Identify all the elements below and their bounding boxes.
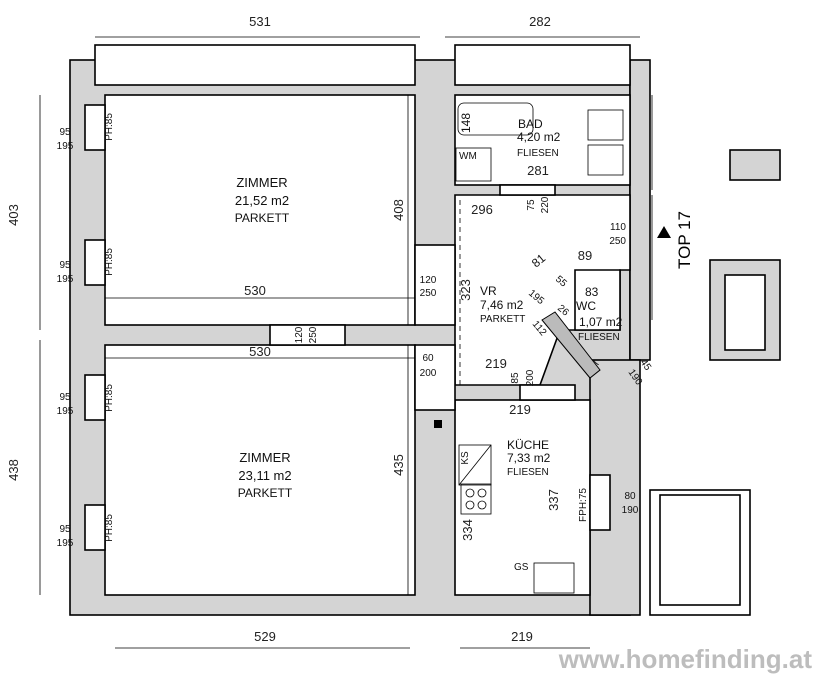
window-height: 195 [57, 274, 74, 285]
window-dim: 80 [624, 491, 636, 502]
window-width: 95 [59, 524, 71, 535]
room-floor: FLIESEN [578, 332, 620, 343]
room-zimmer-2 [104, 344, 416, 596]
room-floor: FLIESEN [517, 148, 559, 159]
room-dim: 219 [509, 402, 531, 417]
room-dim: 337 [546, 489, 561, 511]
window-parapet: PH:85 [104, 514, 115, 542]
window-parapet: FPH:75 [578, 488, 589, 522]
room-dim: 89 [578, 248, 592, 263]
window-height: 195 [57, 141, 74, 152]
room-name: ZIMMER [239, 450, 290, 465]
dim-top-left: 531 [249, 14, 271, 29]
fridge-label: KS [460, 451, 471, 465]
window-width: 95 [59, 392, 71, 403]
opening-1 [414, 244, 456, 326]
window-height: 195 [57, 538, 74, 549]
dim-bottom-left: 529 [254, 629, 276, 644]
entrance-arrow-icon [657, 226, 671, 238]
door-dim: 250 [609, 236, 626, 247]
room-dim: 334 [460, 519, 475, 541]
room-dim: 281 [527, 163, 549, 178]
window-parapet: PH:85 [104, 384, 115, 412]
opening-3 [269, 324, 346, 346]
window-width: 95 [59, 127, 71, 138]
stove-icon [460, 483, 492, 515]
window-height: 195 [57, 406, 74, 417]
room-dim: 435 [391, 454, 406, 476]
dimension-lines [39, 36, 653, 649]
window-parapet: PH:85 [104, 248, 115, 276]
room-dim: 83 [585, 285, 599, 299]
door-dim: 60 [422, 353, 434, 364]
window-parapet: PH:85 [104, 113, 115, 141]
room-dim: 323 [458, 279, 473, 301]
neighbor-structure [649, 149, 781, 616]
room-zimmer-1 [104, 94, 416, 326]
room-dim: 530 [244, 283, 266, 298]
room-kueche [454, 399, 591, 596]
sink-icon [533, 562, 575, 594]
room-area: 1,07 m2 [579, 315, 623, 329]
door-dim: 200 [525, 369, 536, 386]
room-area: 4,20 m2 [517, 130, 561, 144]
room-floor: PARKETT [480, 314, 525, 325]
room-dim: 408 [391, 199, 406, 221]
room-name: WC [576, 299, 596, 313]
room-area: 21,52 m2 [235, 193, 289, 208]
unit-title: TOP 17 [675, 211, 694, 269]
room-dim: 530 [249, 344, 271, 359]
room-wc [574, 269, 621, 331]
door-dim: 120 [294, 326, 305, 343]
room-dim: 296 [471, 202, 493, 217]
dishwasher-label: GS [514, 562, 529, 573]
washing-machine-label: WM [459, 151, 477, 162]
room-name: BAD [518, 117, 543, 131]
door-dim: 75 [526, 199, 537, 211]
dim-top-right: 282 [529, 14, 551, 29]
door-dim: 120 [420, 275, 437, 286]
opening-2 [414, 344, 456, 411]
window-width: 95 [59, 260, 71, 271]
door-dim: 250 [420, 288, 437, 299]
room-area: 7,46 m2 [480, 298, 524, 312]
room-floor: PARKETT [235, 211, 290, 225]
door-dim: 250 [308, 326, 319, 343]
door-dim: 220 [540, 196, 551, 213]
room-floor: PARKETT [238, 486, 293, 500]
door-dim: 200 [420, 368, 437, 379]
room-dim: 219 [485, 356, 507, 371]
window-dim: 190 [622, 505, 639, 516]
room-area: 7,33 m2 [507, 451, 551, 465]
dim-bottom-right: 219 [511, 629, 533, 644]
door-dim: 110 [610, 222, 626, 233]
windows [84, 104, 611, 551]
room-floor: FLIESEN [507, 467, 549, 478]
room-area: 23,11 m2 [238, 468, 291, 483]
room-name: ZIMMER [236, 175, 287, 190]
dim-left-lower: 438 [6, 459, 21, 481]
rooms [104, 94, 631, 596]
dim-left-upper: 403 [6, 204, 21, 226]
room-name: VR [480, 284, 497, 298]
door-dim: 85 [510, 372, 521, 384]
watermark: www.homefinding.at [558, 644, 813, 674]
room-name: KÜCHE [507, 438, 549, 452]
room-dim: 148 [459, 113, 473, 133]
chimney-icon [434, 420, 442, 428]
